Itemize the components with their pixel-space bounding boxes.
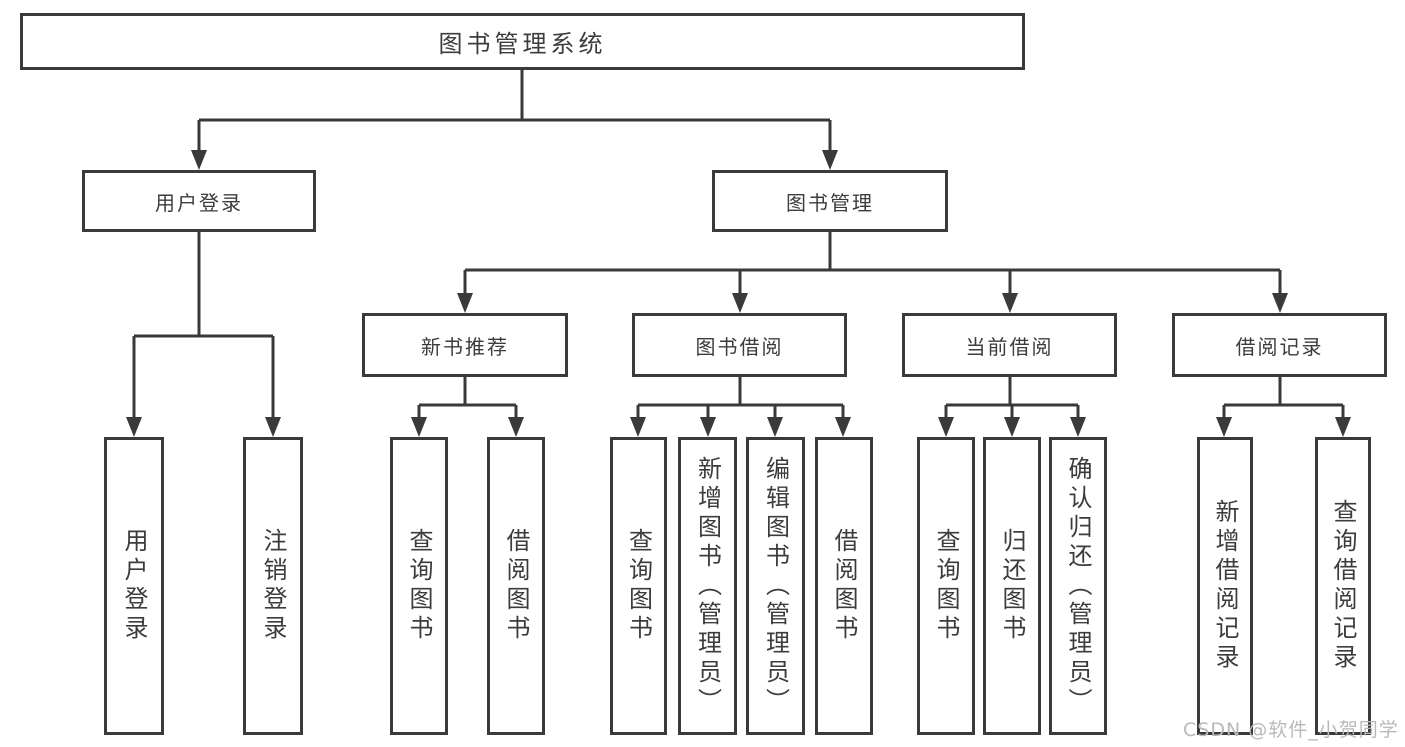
leaf-edit-books-admin: 编辑图书（管理员） [746,437,805,735]
node-root-system: 图书管理系统 [20,13,1025,70]
arrowheads [126,150,1351,437]
leaf-label: 借阅图书 [830,528,858,644]
leaf-label: 用户登录 [120,528,148,644]
leaf-label: 新增借阅记录 [1211,499,1239,673]
node-new-book-recommend: 新书推荐 [362,313,568,377]
leaf-user-login: 用户登录 [104,437,164,735]
leaf-label: 查询借阅记录 [1329,499,1357,673]
leaf-query-books-current: 查询图书 [917,437,975,735]
leaf-label: 查询图书 [932,528,960,644]
node-borrow-records: 借阅记录 [1172,313,1387,377]
leaf-label: 新增图书（管理员） [693,455,722,717]
leaf-label: 编辑图书（管理员） [761,455,790,717]
leaf-borrow-books: 借阅图书 [815,437,873,735]
leaf-borrow-books-recommend: 借阅图书 [487,437,545,735]
leaf-label: 查询图书 [624,528,653,644]
leaf-logout: 注销登录 [243,437,303,735]
csdn-watermark: CSDN @软件_小贺同学 [1183,719,1399,741]
leaf-label: 注销登录 [259,528,287,644]
leaf-query-borrow-record: 查询借阅记录 [1315,437,1371,735]
leaf-label: 借阅图书 [502,528,530,644]
leaf-label: 归还图书 [998,528,1026,644]
leaf-add-books-admin: 新增图书（管理员） [678,437,737,735]
leaf-label: 查询图书 [405,528,433,644]
node-book-borrow: 图书借阅 [632,313,847,377]
leaf-return-books: 归还图书 [983,437,1041,735]
leaf-add-borrow-record: 新增借阅记录 [1197,437,1253,735]
leaf-query-books-borrow: 查询图书 [610,437,667,735]
leaf-confirm-return-admin: 确认归还（管理员） [1049,437,1107,735]
node-book-management: 图书管理 [712,170,948,232]
leaf-query-books-recommend: 查询图书 [390,437,448,735]
node-user-login: 用户登录 [82,170,316,232]
node-current-borrow: 当前借阅 [902,313,1117,377]
leaf-label: 确认归还（管理员） [1064,455,1092,717]
